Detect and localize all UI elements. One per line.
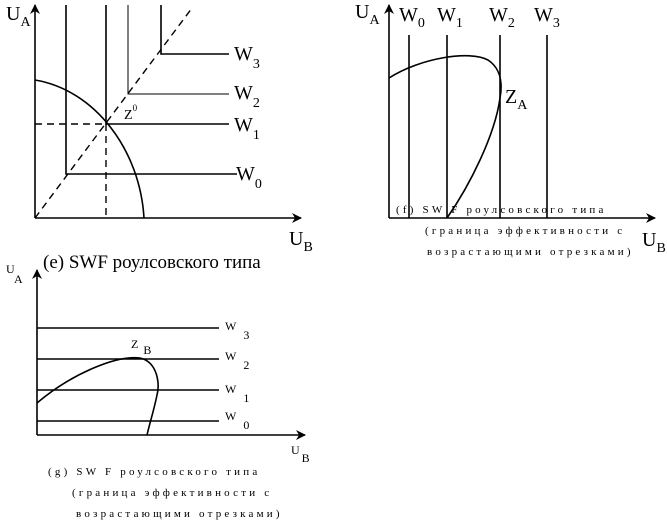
panel-e-y-axis-label: UA — [6, 3, 31, 30]
panel-f-caption-line-3: возрастающими отрезками) — [427, 246, 634, 258]
panel-g-frontier — [36, 356, 159, 436]
panel-f-w2-label: W2 — [489, 4, 515, 31]
panel-e-equality-line — [34, 7, 193, 219]
panel-e-w1-curve — [105, 5, 229, 125]
panel-e-w3-curve — [160, 5, 229, 55]
panel-e-caption: (e) SWF роулсовского типа — [43, 252, 261, 273]
panel-g-x-axis-label: UB — [291, 443, 310, 465]
panel-g-caption-line-1: (g) SW F роулсовского типа — [48, 466, 260, 478]
panel-e-frontier — [34, 79, 145, 219]
panel-e-w2-label: W2 — [234, 82, 260, 111]
panel-e-w3-label: W3 — [234, 43, 260, 72]
panel-f-w3-label: W3 — [534, 4, 560, 31]
panel-f: UA W0 W1 W2 W3 ZA UB (f) SW F роулсовско… — [355, 1, 666, 258]
panel-f-frontier — [388, 54, 502, 219]
panel-f-caption-line-1: (f) SW F роулсовского типа — [396, 204, 607, 216]
panel-f-w1-label: W1 — [437, 4, 463, 31]
panel-g-w1-label: W1 — [225, 382, 249, 405]
panel-g-caption-line-3: возрастающими отрезками) — [76, 508, 283, 520]
panel-e: UA UB W3 W2 W1 W0 Z0 (e) SWF роулсовског… — [6, 3, 313, 273]
panel-e-w2-curve — [127, 5, 229, 95]
panel-f-caption-line-2: (граница эффективности с — [425, 225, 625, 237]
panel-f-w0-label: W0 — [399, 4, 425, 31]
panel-g-caption-line-2: (граница эффективности с — [72, 487, 272, 499]
panel-f-za-label: ZA — [505, 86, 528, 113]
panel-g-w2-label: W2 — [225, 349, 249, 372]
panel-e-z0-label: Z0 — [124, 103, 138, 123]
panel-e-w0-curve — [65, 5, 237, 175]
panel-g-y-axis-sub: A — [14, 272, 23, 286]
panel-e-w0-label: W0 — [236, 163, 262, 192]
panel-e-x-axis-label: UB — [289, 228, 313, 255]
panel-e-w1-label: W1 — [234, 114, 260, 143]
panel-f-y-axis-label: UA — [355, 1, 380, 28]
panel-g-w3-label: W3 — [225, 319, 249, 342]
panel-f-x-axis-label: UB — [642, 229, 666, 256]
panel-g-y-axis-label: U — [6, 262, 15, 276]
panel-g-w0-label: W0 — [225, 409, 249, 432]
